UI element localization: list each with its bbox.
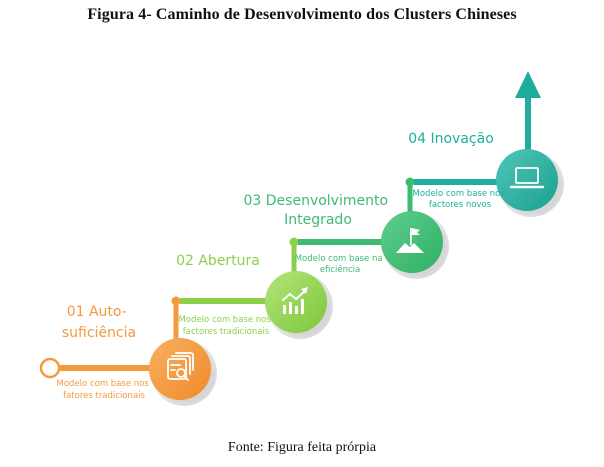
junction-dot [405,177,415,187]
stage-1: 01 Auto- suficiência Modelo com base nos… [39,296,217,406]
stage-4-description: Modelo com base nos factores novos [413,189,508,210]
stage-1-title: 01 Auto- suficiência [62,304,136,341]
stage-3: 03 Desenvolvimento Integrado Modelo com … [244,177,449,279]
start-ring [39,357,61,379]
stage-2-node [265,271,327,333]
stage-2-title: 02 Abertura [176,253,260,269]
stage-2-description: Modelo com base nos factores tradicionai… [179,315,274,337]
junction-dot [171,296,181,306]
stage-4: 04 Inovação Modelo com base nos factores… [408,71,564,217]
stage-1-description: Modelo com base nos fatores tradicionais [57,379,152,401]
figure-source: Fonte: Figura feita prórpia [227,440,377,455]
stage-3-node [381,211,443,273]
growth-chart-icon [282,287,308,314]
mountain-flag-icon [396,228,424,253]
junction-dot [289,237,299,247]
document-search-icon [167,352,194,381]
stage-4-node [496,149,558,211]
stage-4-title: 04 Inovação [408,131,494,147]
stage-3-title: 03 Desenvolvimento Integrado [244,193,393,228]
stage-2: 02 Abertura Modelo com base nos factores… [176,237,333,339]
stage-3-description: Modelo com base na eficiência [295,254,386,275]
figure-title: Figura 4- Caminho de Desenvolvimento dos… [87,6,517,23]
up-arrow-icon [515,71,541,98]
laptop-icon [509,167,545,189]
